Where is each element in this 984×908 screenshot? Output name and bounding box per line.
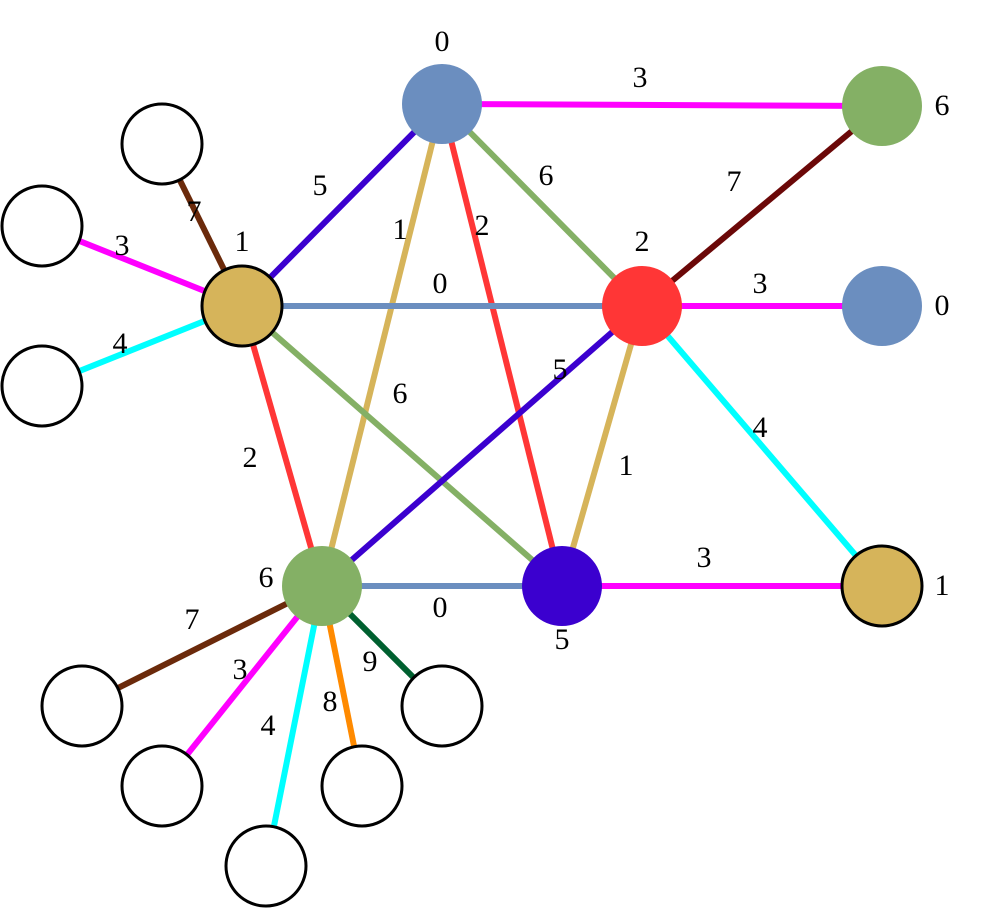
edge-label-n6-n5: 0 (433, 591, 448, 624)
edge-label-n1-n2: 0 (433, 267, 448, 300)
node-r0 (842, 266, 922, 346)
edge-n0-r6 (441, 101, 883, 109)
edge-n2-r6 (640, 103, 884, 309)
node-b6 (224, 824, 308, 908)
edge-label-n2-r6: 7 (727, 165, 742, 198)
node-b7 (320, 744, 404, 828)
node-n0 (402, 64, 482, 144)
edge-label-n0-r6: 3 (633, 61, 648, 94)
node-b8 (400, 664, 484, 748)
edge-label-n6-b4: 7 (185, 603, 200, 636)
edge-label-n2-r1: 4 (753, 411, 768, 444)
node-label-r1: 1 (935, 569, 950, 602)
edge-n6-b6 (263, 585, 325, 867)
node-label-r6: 6 (935, 89, 950, 122)
node-label-n2: 2 (635, 225, 650, 258)
edge-label-n2-r0: 3 (753, 267, 768, 300)
edge-n2-n5 (559, 305, 645, 587)
edge-label-n2-n5: 1 (619, 449, 634, 482)
node-label-n0: 0 (435, 25, 450, 58)
node-n6 (282, 546, 362, 626)
node-n1 (200, 264, 284, 348)
edge-n1-n6 (239, 305, 325, 587)
edge-n0-n6 (319, 103, 445, 587)
edge-label-n0-n1: 5 (313, 169, 328, 202)
edge-label-n0-n5: 2 (475, 209, 490, 242)
node-label-n6: 6 (259, 561, 274, 594)
edge-n0-n2 (439, 101, 645, 309)
node-label-n1: 1 (235, 225, 250, 258)
node-b1 (120, 102, 204, 186)
edge-label-n0-n6: 1 (393, 213, 408, 246)
edge-n6-b5 (159, 584, 325, 788)
edge-n6-b4 (80, 583, 324, 709)
node-b3 (0, 344, 84, 428)
node-r1 (840, 544, 924, 628)
edge-label-n1-n5: 6 (393, 377, 408, 410)
edge-n2-n6 (320, 303, 644, 589)
edge-label-n6-b6: 4 (261, 709, 276, 742)
edge-label-n6-b5: 3 (233, 653, 248, 686)
node-r6 (842, 66, 922, 146)
node-b5 (120, 744, 204, 828)
edge-label-n1-b3: 4 (113, 327, 128, 360)
node-label-r0: 0 (935, 289, 950, 322)
edge-n0-n1 (239, 101, 445, 309)
node-b4 (40, 664, 124, 748)
node-label-n5: 5 (555, 623, 570, 656)
edge-label-n1-b2: 3 (115, 229, 130, 262)
edge-label-n2-n6: 5 (553, 353, 568, 386)
nodes-layer (0, 64, 924, 908)
edge-label-n1-n6: 2 (243, 441, 258, 474)
edge-n1-n5 (240, 303, 564, 589)
edge-label-n6-b8: 9 (363, 645, 378, 678)
node-n2 (602, 266, 682, 346)
edge-label-n0-n2: 6 (539, 159, 554, 192)
edge-label-n1-b1: 7 (187, 195, 202, 228)
node-b2 (0, 184, 84, 268)
edge-n0-n5 (439, 103, 565, 587)
node-n5 (522, 546, 602, 626)
edge-label-n6-b7: 8 (323, 685, 338, 718)
edge-label-n5-r1: 3 (697, 541, 712, 574)
edge-n2-r1 (639, 304, 885, 588)
